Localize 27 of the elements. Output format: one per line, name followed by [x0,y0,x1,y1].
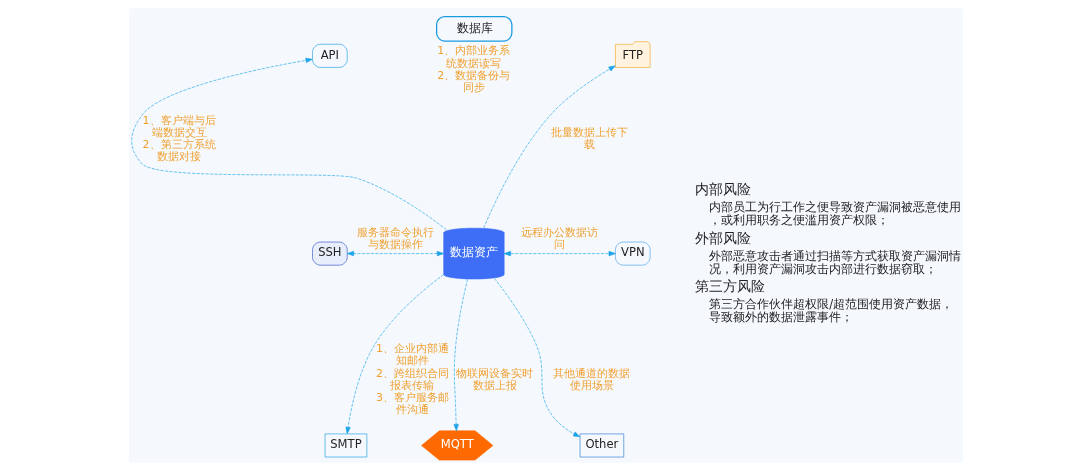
edge-label: 1、客户端与后端数据交互 2、第三方系统数据对接 [142,113,216,164]
edge-label: 物联网设备实时数据上报 [455,366,533,392]
arrow [482,65,616,229]
arrow [345,274,444,434]
node-box: API [311,43,348,68]
label: 内部风险 [694,181,751,198]
edge-label: 服务器命令执行与数据操作 [356,225,434,252]
node-label: 1、内部业务系统数据读写 2、数据备份与同步 [436,44,510,94]
edge-label: 其他通道的数据使用场景 [552,366,630,392]
edge-label: 批量数据上传下载 [550,125,628,152]
arrow [453,278,468,432]
label: 外部恶意攻击者通过扫描等方式获取资产漏洞情况，利用资产漏洞攻击内部进行数据窃取； [708,248,961,276]
arrow [130,57,447,231]
node-box: 数据库 [435,15,512,42]
node-box: SMTP [324,433,367,458]
arrow [346,251,444,257]
node-box: Other [579,433,624,458]
edge-label: 1、企业内部通知邮件 2、跨组织合同报表传输 3、客户服务邮件沟通 [375,342,449,417]
arrow [493,278,580,438]
label: 第三方风险 [694,277,765,294]
label: 外部风险 [694,229,751,246]
label: 内部员工为行工作之便导致资产漏洞被恶意使用，或利用职务之便滥用资产权限； [708,200,961,228]
arrow [503,251,616,257]
node-box: SSH [311,241,348,266]
edge-label: 远程办公数据访问 [520,225,598,252]
node-box: VPN [614,241,650,266]
label: 第三方合作伙伴超权限/超范围使用资产数据，导致额外的数据泄露事件； [708,296,953,324]
